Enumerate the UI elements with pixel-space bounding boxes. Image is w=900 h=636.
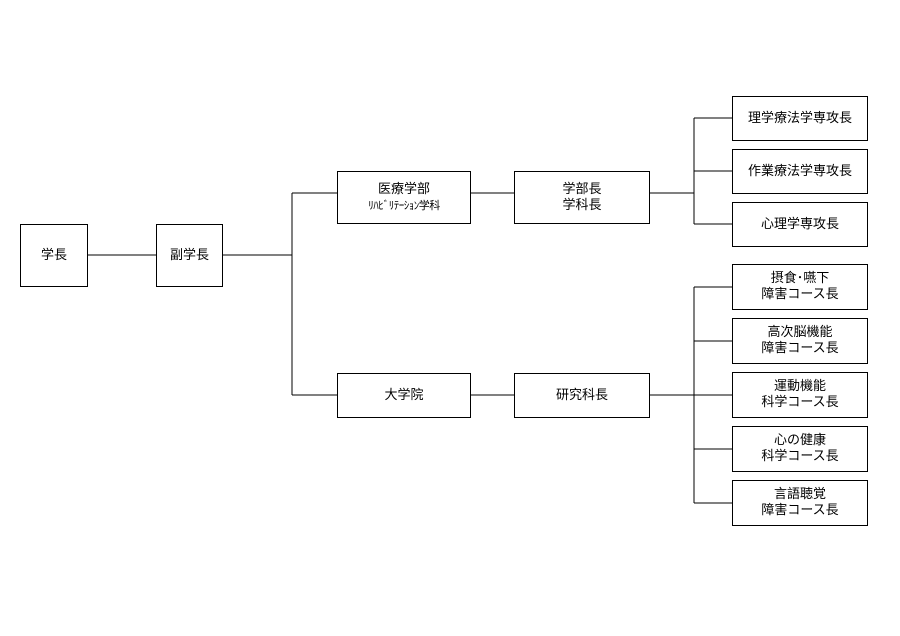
node-brain-head-line2: 障害コース長	[761, 341, 839, 356]
node-dean: 学部長 学科長	[514, 171, 650, 224]
node-brain-head: 高次脳機能 障害コース長	[732, 318, 868, 364]
node-swallow-head-line1: 摂食･嚥下	[770, 271, 830, 286]
node-dean-line1: 学部長	[562, 181, 602, 197]
node-dean-line2: 学科長	[562, 197, 602, 213]
node-president: 学長	[20, 224, 88, 287]
node-ot-head: 作業療法学専攻長	[732, 149, 868, 194]
node-speech-head-line2: 障害コース長	[761, 503, 839, 518]
node-health-head: 心の健康 科学コース長	[732, 426, 868, 472]
node-research-dean: 研究科長	[514, 373, 650, 418]
node-motor-head-line2: 科学コース長	[761, 395, 839, 410]
node-motor-head-line1: 運動機能	[773, 379, 826, 394]
node-ot-head-label: 作業療法学専攻長	[747, 163, 852, 179]
node-vice-president-label: 副学長	[169, 247, 209, 263]
node-speech-head-line1: 言語聴覚	[773, 487, 826, 502]
node-motor-head: 運動機能 科学コース長	[732, 372, 868, 418]
node-president-label: 学長	[40, 247, 67, 263]
node-faculty-line1: 医療学部	[377, 181, 430, 197]
node-swallow-head: 摂食･嚥下 障害コース長	[732, 264, 868, 310]
node-brain-head-line1: 高次脳機能	[767, 325, 833, 340]
node-health-head-line2: 科学コース長	[761, 449, 839, 464]
node-faculty: 医療学部 ﾘﾊﾋﾞﾘﾃｰｼｮﾝ学科	[337, 171, 471, 224]
node-pt-head-label: 理学療法学専攻長	[747, 110, 852, 126]
node-faculty-line2: ﾘﾊﾋﾞﾘﾃｰｼｮﾝ学科	[368, 198, 440, 212]
node-health-head-line1: 心の健康	[773, 433, 826, 448]
node-psych-head-label: 心理学専攻長	[760, 216, 839, 232]
node-grad-school-label: 大学院	[384, 387, 424, 403]
node-speech-head: 言語聴覚 障害コース長	[732, 480, 868, 526]
node-grad-school: 大学院	[337, 373, 471, 418]
node-psych-head: 心理学専攻長	[732, 202, 868, 247]
node-swallow-head-line2: 障害コース長	[761, 287, 839, 302]
node-vice-president: 副学長	[156, 224, 223, 287]
node-research-dean-label: 研究科長	[555, 387, 608, 403]
node-pt-head: 理学療法学専攻長	[732, 96, 868, 141]
